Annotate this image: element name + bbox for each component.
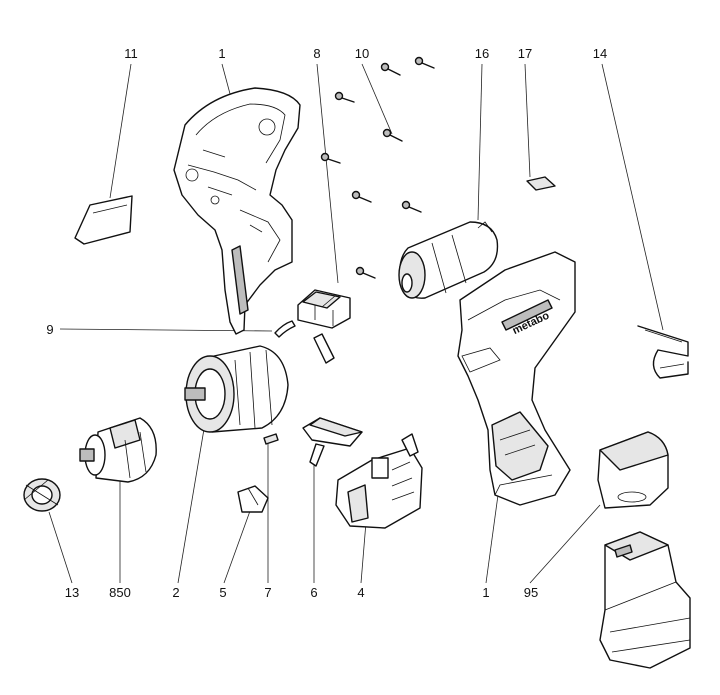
label-14: 14 (593, 46, 607, 61)
part-1-right-housing: metabo (457, 251, 576, 506)
part-7-spring (263, 433, 279, 445)
label-10: 10 (355, 46, 369, 61)
screw (382, 128, 403, 142)
part-labels: 11 1 8 10 16 17 14 9 13 850 2 5 7 6 4 1 … (46, 46, 607, 600)
part-4-electronic-switch (335, 433, 423, 529)
label-11: 11 (124, 46, 138, 61)
part-17-pad (526, 176, 556, 191)
screw (401, 200, 422, 213)
screw (320, 152, 341, 164)
part-8-switch (297, 289, 351, 329)
label-4: 4 (357, 585, 364, 600)
label-5: 5 (219, 585, 226, 600)
screw (414, 56, 435, 69)
part-11-label-plate (74, 195, 133, 245)
part-13-nut (23, 478, 61, 512)
part-16-motor (398, 221, 499, 299)
part-14-belt-clip (637, 325, 689, 379)
battery-pack (599, 531, 691, 669)
label-1-bottom: 1 (482, 585, 489, 600)
part-9-contacts (274, 320, 335, 364)
part-850-chuck (79, 417, 157, 483)
part-2-gearbox (184, 345, 289, 433)
label-17: 17 (518, 46, 532, 61)
part-5-clip (237, 485, 269, 513)
screw (334, 91, 355, 103)
part-95-battery-cap (597, 431, 669, 509)
part-1-left-housing (173, 87, 301, 335)
label-850: 850 (109, 585, 131, 600)
label-6: 6 (310, 585, 317, 600)
part-10-screws (320, 56, 435, 279)
label-13: 13 (65, 585, 79, 600)
label-2: 2 (172, 585, 179, 600)
label-16: 16 (475, 46, 489, 61)
label-9: 9 (46, 322, 53, 337)
label-7: 7 (264, 585, 271, 600)
part-6-direction-switch (302, 417, 363, 467)
label-8: 8 (313, 46, 320, 61)
label-1-top: 1 (218, 46, 225, 61)
screw (351, 190, 372, 203)
label-95: 95 (524, 585, 538, 600)
leader-lines (48, 63, 664, 584)
screw (355, 266, 376, 279)
screw (380, 62, 401, 76)
